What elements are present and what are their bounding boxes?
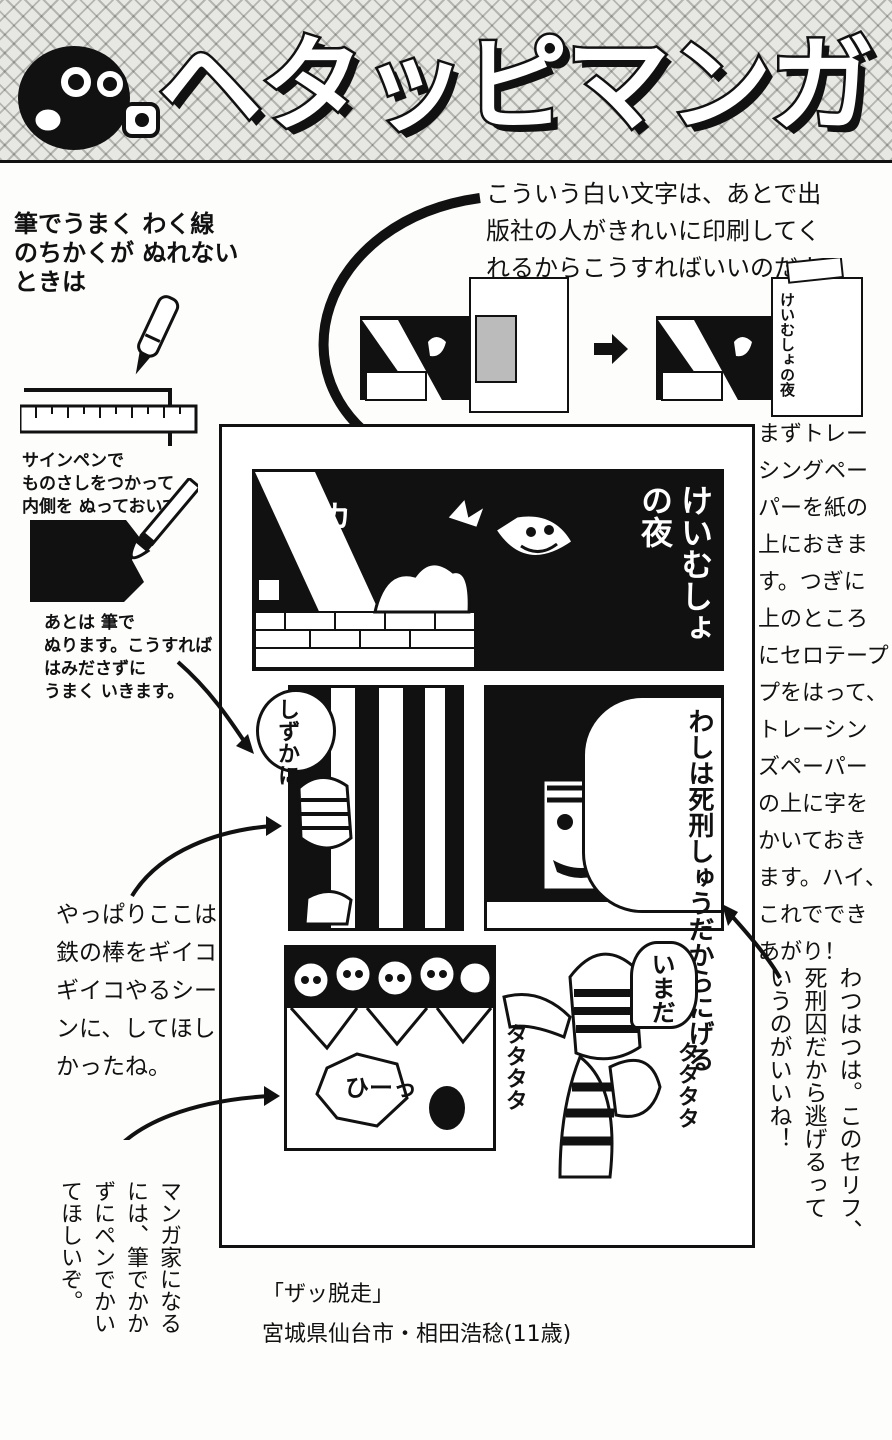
escaping-prisoner-illustration bbox=[502, 952, 662, 1179]
speech-bubble: いまだ bbox=[630, 941, 698, 1029]
brush-fill-note-line: うまく いきます。 bbox=[44, 682, 185, 702]
instruction-line: こういう白い文字は、あとで出 bbox=[486, 180, 822, 208]
comment-line: かったね。 bbox=[56, 1054, 171, 1080]
tracing-paper-instruction: まずトレー シングペー パーを紙の 上におきま す。つぎに 上のところ にセロテ… bbox=[758, 416, 889, 971]
instruction-line: 上におきま bbox=[758, 533, 869, 558]
brush-painting-illustration bbox=[30, 478, 198, 602]
comment-line: てほしいぞ。 bbox=[57, 1180, 82, 1312]
comic-panel-escape: いまだ タタタタ bbox=[500, 937, 722, 1181]
comic-author: 宮城県仙台市・相田浩稔(11歳) bbox=[262, 1322, 572, 1347]
page-title: ヘタッピマンガ bbox=[156, 22, 877, 149]
brush-note: 筆でうまく わく線 のちかくが ぬれない ときは bbox=[14, 210, 238, 297]
instruction-line: す。つぎに bbox=[758, 570, 866, 595]
artist-comment: マンガ家になる には、筆でかか ずにペンでかい てほしいぞ。 bbox=[54, 1180, 184, 1350]
comment-line: わつはつは。このセリフ、 bbox=[835, 966, 861, 1242]
comment-line: いうのがいいね！ bbox=[765, 966, 791, 1150]
felt-pen-note-line: ものさしをつかって bbox=[22, 474, 175, 494]
felt-pen-note-line: サインペンで bbox=[22, 451, 124, 471]
brush-fill-note-line: はみださずに bbox=[44, 659, 146, 679]
prisoners-crowd-illustration bbox=[287, 948, 493, 1130]
comic-page-frame: ピカ けいむしょの夜 しずかに わしは死刑しゅうだからにげる bbox=[219, 424, 755, 1248]
brush-fill-note-line: あとは 筆で bbox=[44, 613, 135, 633]
comic-panel-prison-night: ピカ けいむしょの夜 bbox=[252, 469, 724, 671]
bubble-text: いまだ bbox=[647, 952, 675, 1024]
arrow-right-icon bbox=[594, 334, 628, 364]
brush-note-line: のちかくが ぬれない bbox=[14, 239, 239, 267]
instruction-line: トレーシン bbox=[758, 718, 868, 743]
running-sfx: タタタタ bbox=[674, 1041, 699, 1129]
tracing-paper-after-illustration: けいむしょの夜 bbox=[654, 258, 866, 418]
instruction-line: ズペーパー bbox=[758, 755, 868, 780]
comic-panel-prisoners-crowd: ひーっ bbox=[284, 945, 496, 1151]
instruction-line: これででき bbox=[758, 903, 868, 928]
pika-sfx: ピカ bbox=[291, 500, 351, 535]
tracing-paper-before-illustration bbox=[360, 277, 569, 413]
brush-note-line: 筆でうまく わく線 bbox=[14, 210, 215, 238]
scream-sfx: ひーっ bbox=[345, 1074, 417, 1102]
comment-line: 死刑囚だから逃げるって bbox=[800, 966, 826, 1219]
line-comment: わつはつは。このセリフ、 死刑囚だから逃げるって いうのがいいね！ bbox=[762, 966, 863, 1406]
instruction-line: の上に字を bbox=[758, 792, 869, 817]
felt-pen-note: サインペンで ものさしをつかって 内側を ぬっておいて bbox=[22, 450, 179, 519]
gas-mask-icon bbox=[18, 46, 160, 150]
comment-line: やっぱりここは bbox=[56, 902, 217, 928]
comic-title: 「ザッ脱走」 bbox=[262, 1282, 395, 1307]
instruction-line: シングペー bbox=[758, 459, 869, 484]
comment-line: には、筆でかか bbox=[123, 1180, 148, 1334]
brush-fill-note: あとは 筆で ぬります。こうすれば はみださずに うまく いきます。 bbox=[44, 612, 212, 704]
comment-line: ずにペンでかい bbox=[90, 1180, 115, 1334]
instruction-line: 版社の人がきれいに印刷してく bbox=[486, 217, 821, 245]
instruction-line: あがり！ bbox=[758, 940, 847, 965]
brush-note-line: ときは bbox=[14, 268, 86, 296]
tracing-paper-sheet-icon bbox=[656, 258, 863, 417]
instruction-line: にセロテープ bbox=[758, 644, 889, 669]
instruction-line: 上のところ bbox=[758, 607, 869, 632]
mini-overlay-text: けいむしょの夜 bbox=[778, 292, 796, 397]
comment-line: マンガ家になる bbox=[156, 1180, 181, 1334]
comment-line: ギイコやるシー bbox=[56, 978, 217, 1004]
instruction-line: パーを紙の bbox=[758, 496, 869, 521]
brush-fill-note-line: ぬります。こうすれば bbox=[44, 636, 213, 656]
bars-comment: やっぱりここは 鉄の棒をギイコ ギイコやるシー ンに、してほし かったね。 bbox=[56, 896, 217, 1086]
pointer-arrows bbox=[123, 660, 782, 1140]
felt-pen-icon bbox=[135, 295, 180, 375]
comment-line: 鉄の棒をギイコ bbox=[56, 940, 217, 966]
instruction-line: ます。ハイ、 bbox=[758, 866, 887, 891]
searchlight-illustration bbox=[255, 472, 575, 668]
instruction-line: かいておき bbox=[758, 829, 867, 854]
running-sfx: タタタタ bbox=[502, 1023, 527, 1111]
header-banner: ヘタッピマンガ bbox=[0, 0, 892, 163]
panel-title-text: けいむしょの夜 bbox=[636, 484, 714, 644]
comment-line: ンに、してほし bbox=[56, 1016, 216, 1042]
instruction-line: まずトレー bbox=[758, 422, 869, 447]
felt-pen-note-line: 内側を ぬっておいて bbox=[22, 497, 180, 517]
instruction-line: プをはって、 bbox=[758, 681, 888, 706]
ruler-icon bbox=[20, 388, 198, 446]
